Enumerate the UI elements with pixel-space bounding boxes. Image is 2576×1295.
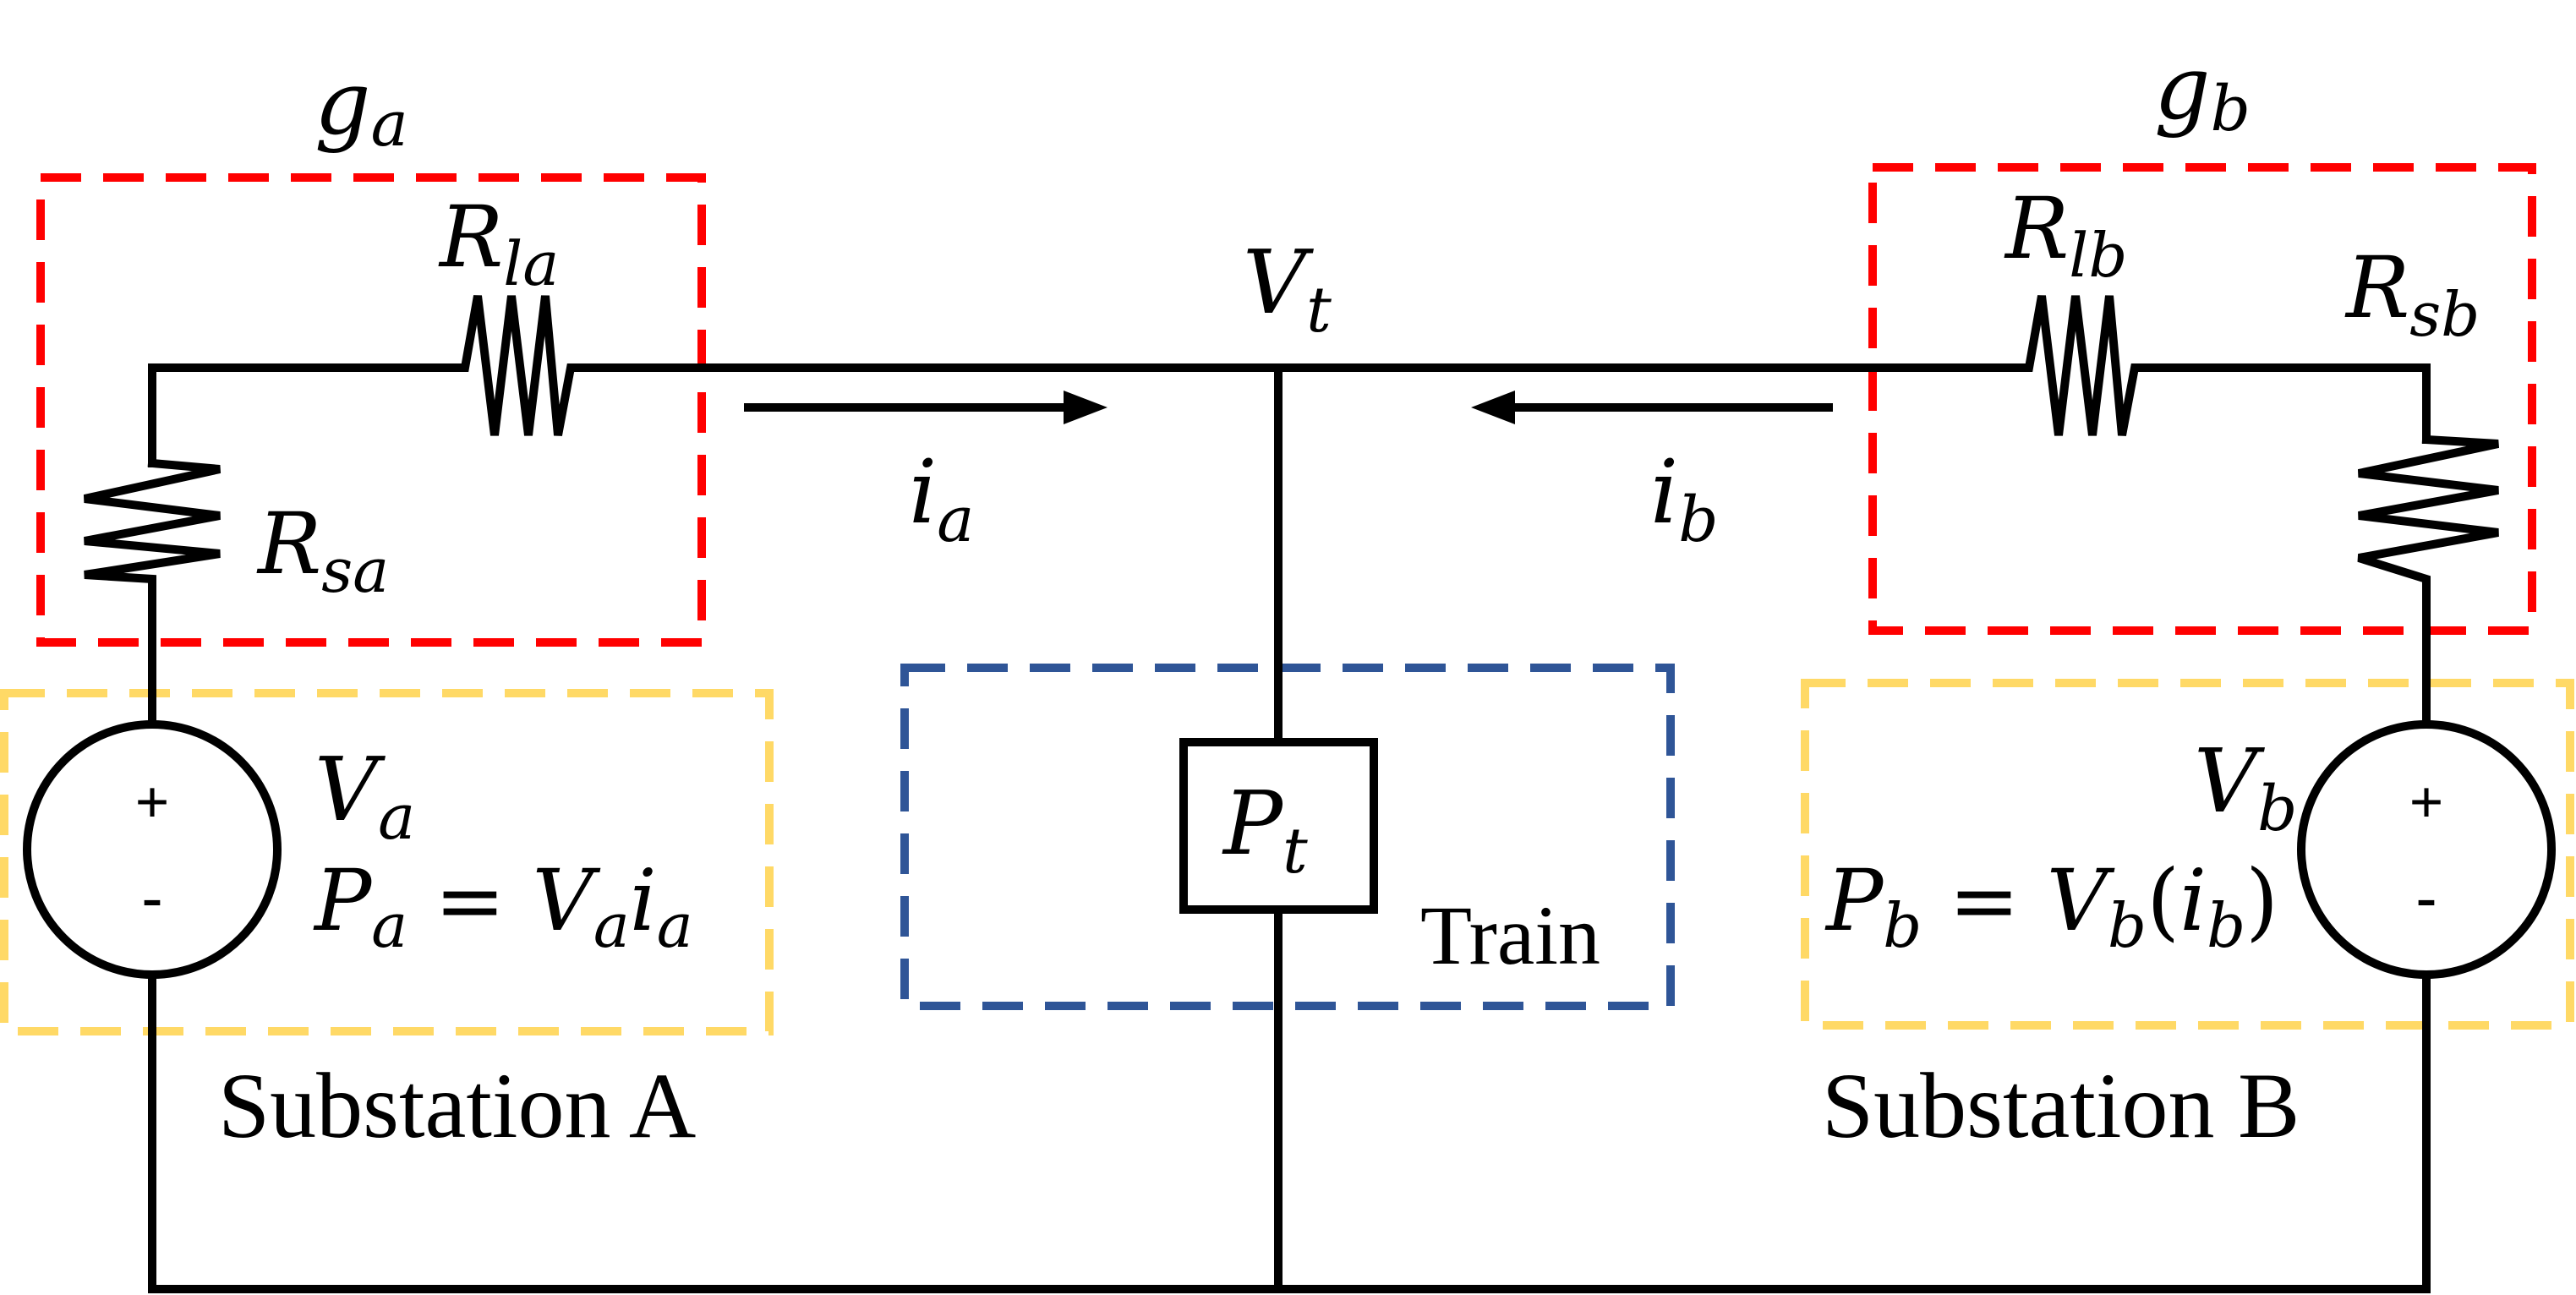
label-vb: Vb <box>2194 729 2297 845</box>
label-rsa: Rsa <box>256 495 389 606</box>
current-arrow-b-head <box>1471 391 1515 424</box>
substation-box-b <box>1801 679 2574 1030</box>
source-b-minus: - <box>2416 863 2437 931</box>
equation-pb: Pb = Vb(ib) <box>1824 851 2278 961</box>
label-substation-b: Substation B <box>1822 1054 2300 1157</box>
wire-left-bottom <box>148 968 2431 1293</box>
label-vt: Vt <box>1243 231 1332 347</box>
equation-pa: Pa = Vaia <box>313 851 693 961</box>
label-gb: gb <box>2154 36 2251 145</box>
source-b-plus: + <box>2409 768 2443 836</box>
resistor-rsb <box>2357 434 2500 727</box>
resistor-rlb <box>2012 295 2431 444</box>
current-arrow-a-head <box>1064 391 1108 424</box>
label-ib: ib <box>1650 440 1719 556</box>
train-load-box <box>1179 738 1378 914</box>
wire-left-top <box>148 363 457 467</box>
label-pt: Pt <box>1222 772 1308 888</box>
resistor-rla <box>448 295 1283 436</box>
label-ia: ia <box>909 440 974 556</box>
label-rlb: Rlb <box>2004 179 2127 291</box>
label-va: Va <box>314 738 415 854</box>
label-ga: ga <box>314 52 408 161</box>
label-rla: Rla <box>438 188 559 299</box>
label-substation-a: Substation A <box>218 1054 696 1157</box>
line-resistance-box-b <box>1868 163 2536 635</box>
voltage-source-a <box>23 720 282 979</box>
line-resistance-box-a <box>36 173 706 647</box>
substation-box-a <box>0 689 774 1035</box>
source-a-minus: - <box>142 863 162 931</box>
label-rsb: Rsb <box>2344 238 2480 350</box>
source-a-plus: + <box>134 768 169 836</box>
label-train: Train <box>1420 888 1600 982</box>
voltage-source-b <box>2297 720 2556 979</box>
train-box <box>900 664 1675 1010</box>
resistor-rsa <box>83 458 222 727</box>
